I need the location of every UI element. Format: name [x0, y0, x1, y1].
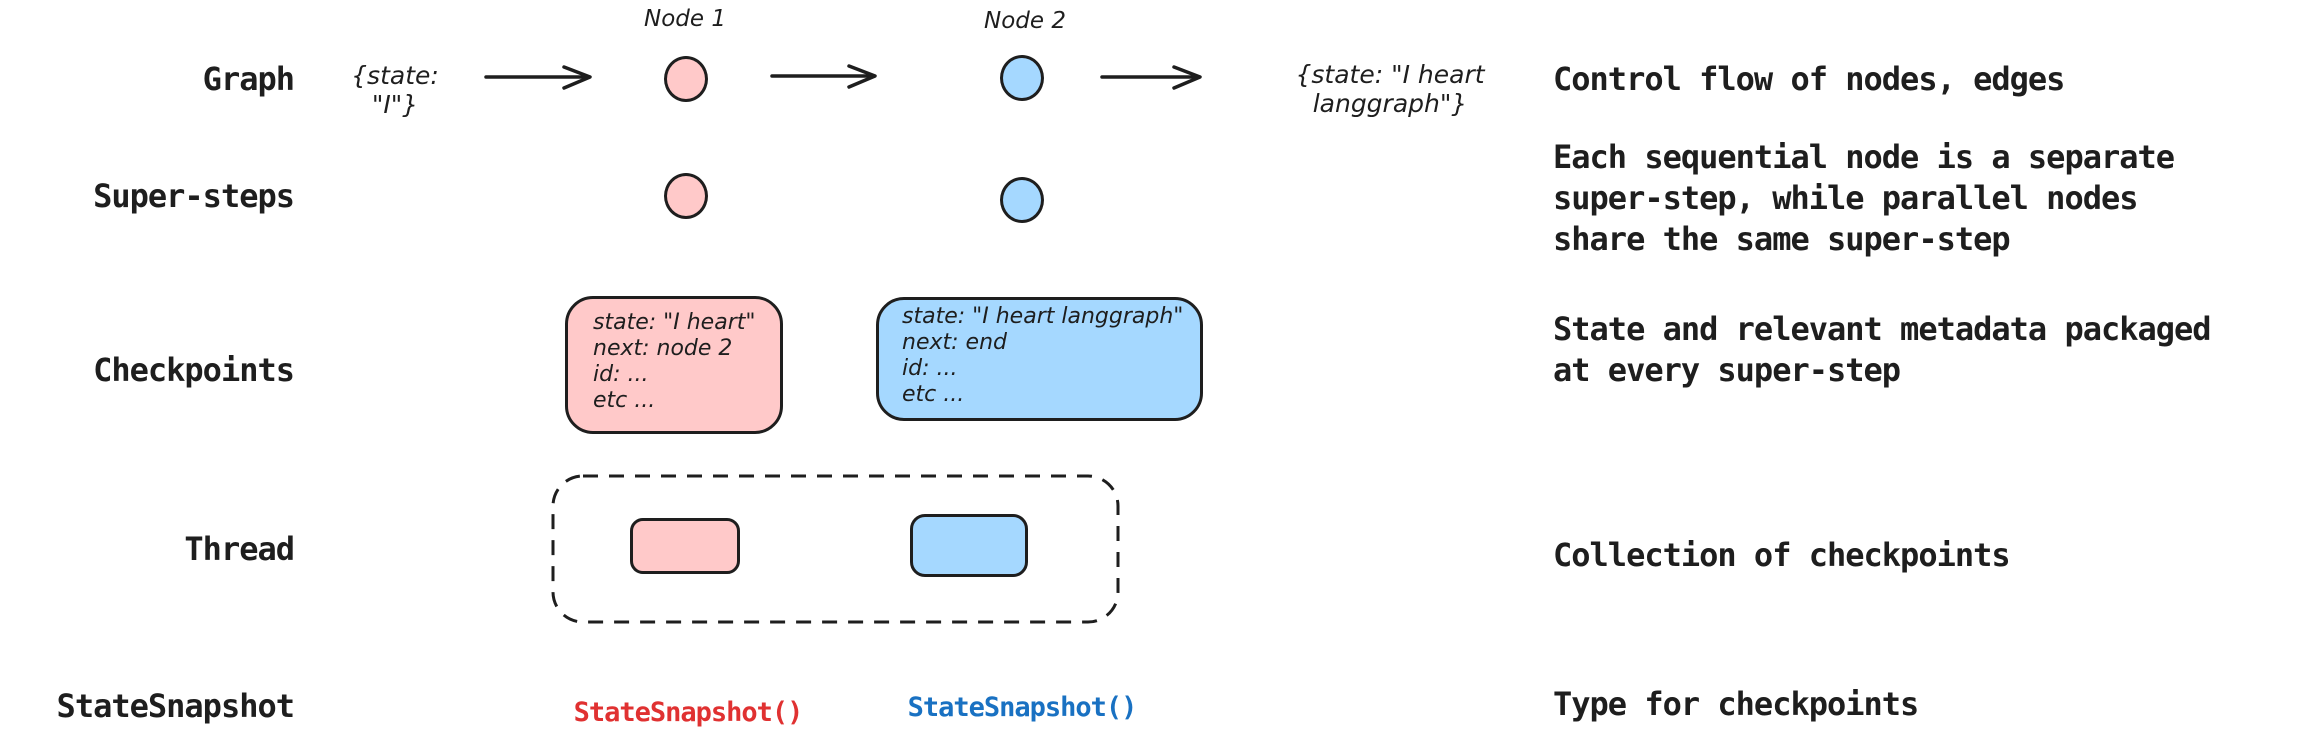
input-state-text: {state: "I"}: [351, 61, 439, 119]
node2-label: Node 2: [984, 8, 1066, 34]
thread-checkpoint-2: [910, 514, 1028, 577]
superstep-circle-node1: [664, 173, 708, 219]
description-checkpoints: State and relevant metadata packaged at …: [1553, 310, 2212, 389]
node2-circle: [1000, 55, 1044, 101]
checkpoint-box-2: [876, 297, 1203, 421]
description-thread: Collection of checkpoints: [1553, 536, 2011, 574]
statesnapshot-call-blue: StateSnapshot(): [907, 692, 1138, 723]
description-super-steps: Each sequential node is a separate super…: [1553, 138, 2175, 258]
arrow-node1-to-node2: [770, 64, 877, 89]
row-label-statesnapshot: StateSnapshot: [56, 687, 295, 725]
superstep-circle-node2: [1000, 177, 1044, 223]
description-statesnapshot: Type for checkpoints: [1553, 685, 1919, 723]
description-graph: Control flow of nodes, edges: [1553, 60, 2065, 98]
row-label-thread: Thread: [184, 530, 295, 568]
row-label-super-steps: Super-steps: [93, 177, 295, 215]
arrow-input-to-node1: [484, 65, 592, 90]
checkpoint-box-1: [565, 296, 783, 434]
thread-checkpoint-1: [630, 518, 740, 574]
output-state-text: {state: "I heart langgraph"}: [1295, 60, 1485, 118]
node1-label: Node 1: [644, 6, 726, 32]
node1-circle: [664, 56, 708, 102]
checkpoint-box-2-text: state: "I heart langgraph" next: end id:…: [902, 304, 1184, 407]
statesnapshot-call-red: StateSnapshot(): [573, 697, 804, 728]
row-label-graph: Graph: [202, 60, 295, 98]
arrow-node2-to-output: [1100, 65, 1202, 90]
checkpoint-box-1-text: state: "I heart" next: node 2 id: ... et…: [593, 310, 756, 413]
row-label-checkpoints: Checkpoints: [93, 351, 295, 389]
